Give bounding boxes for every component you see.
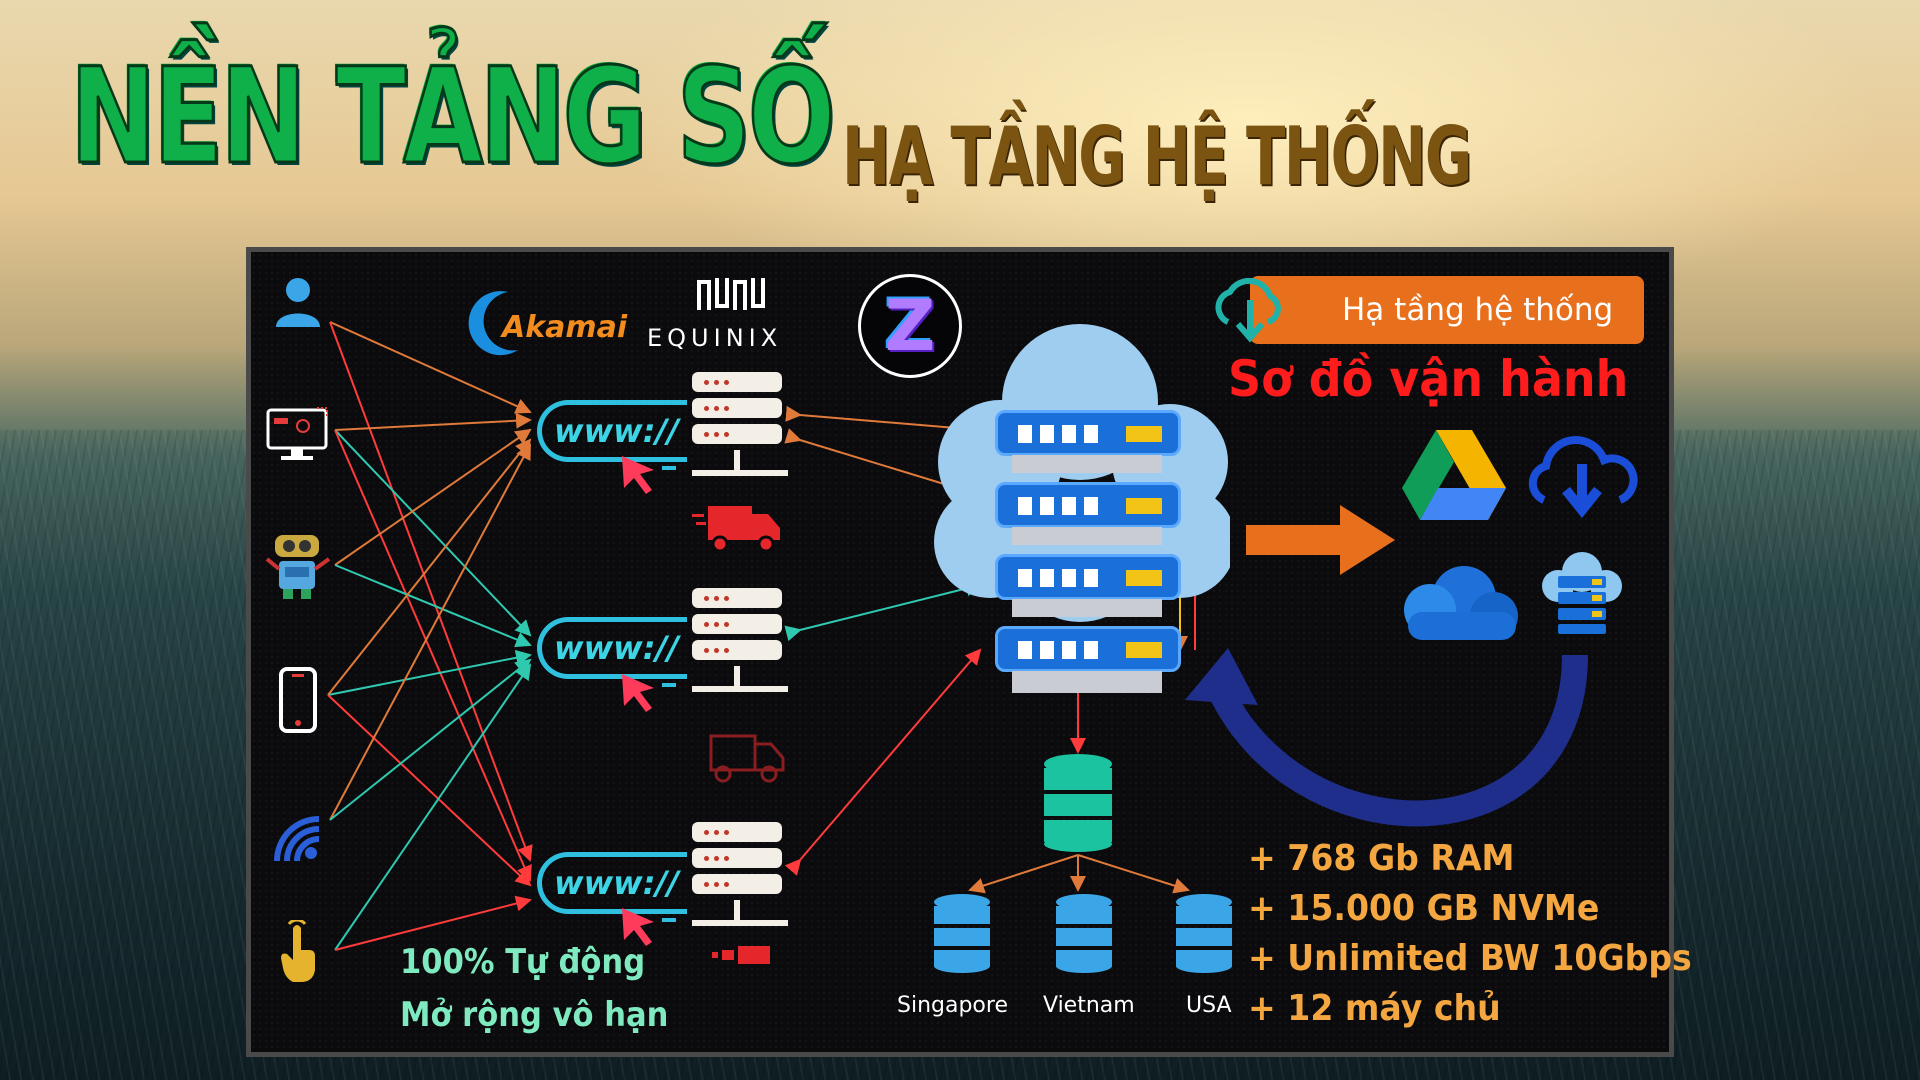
website-node-2-dash bbox=[662, 683, 676, 687]
rack-separator bbox=[1012, 527, 1162, 545]
truck-outline-icon bbox=[709, 734, 785, 783]
z-logo-letter: Z bbox=[884, 285, 936, 367]
truck-icon bbox=[692, 506, 780, 553]
cloud-server-icon bbox=[1542, 552, 1622, 634]
badge-label: Hạ tầng hệ thống bbox=[1342, 292, 1614, 328]
location-label: Singapore bbox=[897, 993, 1008, 1018]
infrastructure-badge: Hạ tầng hệ thống bbox=[1250, 276, 1644, 344]
diagram-heading: Sơ đồ vận hành bbox=[1228, 350, 1629, 408]
akamai-logo: Akamai bbox=[468, 288, 640, 358]
monitor-icon bbox=[263, 400, 333, 470]
rack-unit-4 bbox=[995, 626, 1181, 672]
cloud-download-blue-icon bbox=[1528, 436, 1638, 519]
z-logo: Z bbox=[858, 274, 962, 378]
smartphone-icon bbox=[263, 665, 333, 735]
spec-ram: + 768 Gb RAM bbox=[1248, 838, 1515, 879]
equinix-wordmark: EQUINIX bbox=[647, 324, 783, 352]
automation-note: 100% Tự động bbox=[400, 942, 646, 982]
www-label: www:// bbox=[554, 412, 679, 450]
database-vietnam-icon bbox=[1056, 894, 1112, 973]
spec-storage: + 15.000 GB NVMe bbox=[1248, 888, 1600, 929]
database-singapore-icon bbox=[934, 894, 990, 973]
web-server-2 bbox=[692, 588, 788, 692]
onedrive-icon bbox=[1404, 566, 1518, 640]
truck-partial-icon bbox=[712, 946, 770, 964]
database-usa-icon bbox=[1176, 894, 1232, 973]
akamai-wordmark: Akamai bbox=[502, 310, 628, 345]
www-label: www:// bbox=[554, 864, 679, 902]
scalability-note: Mở rộng vô hạn bbox=[400, 995, 669, 1035]
rack-unit-3 bbox=[995, 554, 1181, 600]
page-subtitle: HẠ TẦNG HỆ THỐNG bbox=[842, 110, 1472, 203]
rack-unit-1 bbox=[995, 410, 1181, 456]
www-label: www:// bbox=[554, 629, 679, 667]
website-node-1: www:// bbox=[537, 400, 687, 462]
robot-icon bbox=[263, 530, 333, 600]
location-label: Vietnam bbox=[1043, 993, 1135, 1018]
website-node-3: www:// bbox=[537, 852, 687, 914]
equinix-logo: EQUINIX bbox=[647, 268, 817, 358]
page-title: NỀN TẢNG SỐ bbox=[69, 39, 837, 196]
rack-separator bbox=[1012, 599, 1162, 617]
touch-hand-icon bbox=[265, 918, 335, 988]
website-node-3-dash bbox=[662, 918, 676, 922]
cursor-icon bbox=[622, 456, 654, 494]
rack-unit-2 bbox=[995, 482, 1181, 528]
wifi-icon bbox=[263, 805, 333, 875]
spec-bandwidth: + Unlimited BW 10Gbps bbox=[1248, 938, 1692, 979]
spec-servers: + 12 máy chủ bbox=[1248, 988, 1501, 1029]
cursor-icon bbox=[622, 674, 654, 712]
main-database-icon bbox=[1044, 754, 1112, 852]
web-server-1 bbox=[692, 372, 788, 476]
cloud-download-icon bbox=[1215, 277, 1281, 343]
rack-separator bbox=[1012, 455, 1162, 473]
website-node-2: www:// bbox=[537, 617, 687, 679]
user-icon bbox=[263, 268, 333, 338]
cursor-icon bbox=[622, 908, 654, 946]
google-drive-icon bbox=[1402, 430, 1506, 520]
location-label: USA bbox=[1186, 993, 1232, 1018]
website-node-1-dash bbox=[662, 466, 676, 470]
web-server-3 bbox=[692, 822, 788, 926]
rack-base bbox=[1012, 671, 1162, 693]
